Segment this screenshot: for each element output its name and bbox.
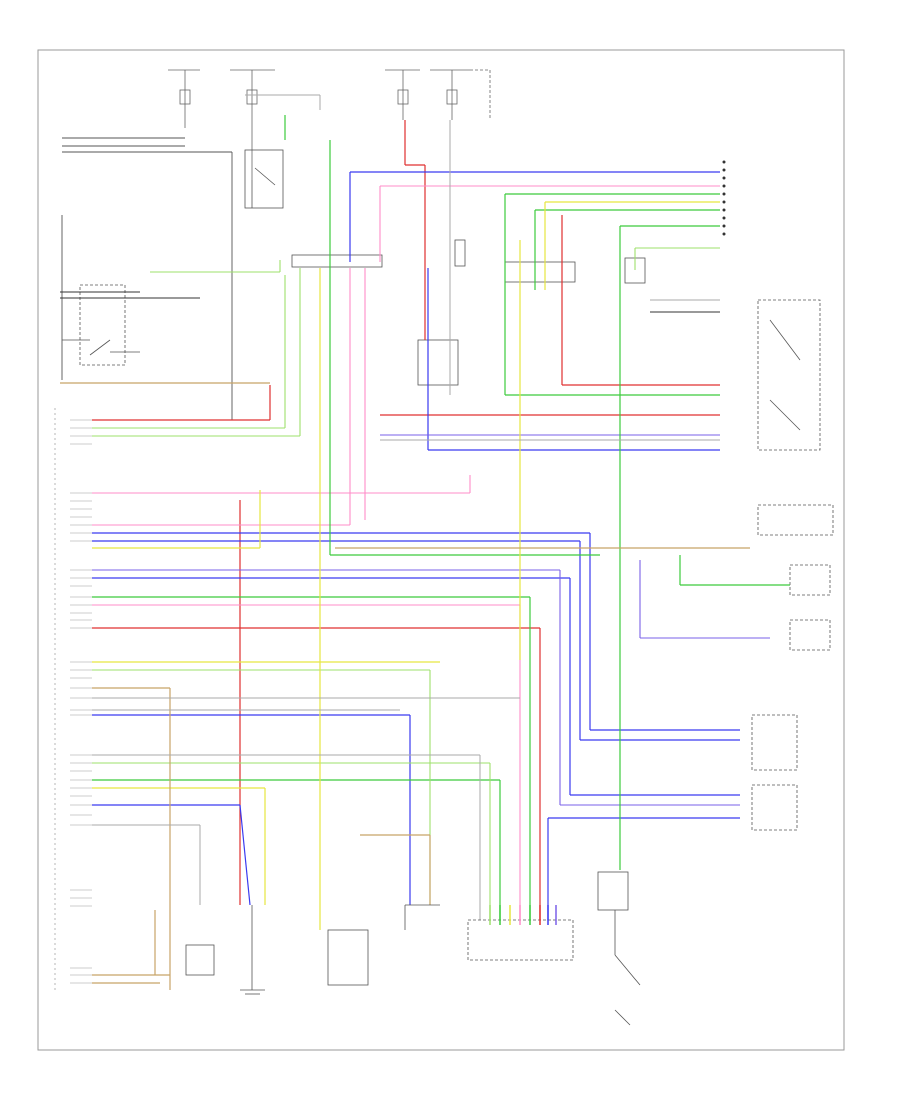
left-pin-stubs [70, 419, 92, 984]
wires-yellow [92, 201, 720, 930]
left-feed-lines [61, 137, 233, 420]
bottom-connector-stripes [489, 905, 557, 925]
wires-gray [92, 94, 720, 920]
right-switch-box [597, 299, 834, 911]
wires-pink [92, 185, 720, 920]
starter-relay [244, 149, 284, 209]
ground-symbols [614, 910, 641, 1026]
wires-violet [92, 434, 770, 806]
bottom-components [185, 904, 574, 995]
wires-tan [60, 382, 750, 990]
left-module [62, 284, 140, 366]
top-fuse-group [168, 69, 491, 180]
wires-lightgreen [92, 247, 720, 920]
diagram-border [37, 49, 845, 1051]
wires-green [92, 115, 790, 920]
wires-black [60, 291, 720, 313]
wires-red [92, 120, 720, 920]
right-top-connector [722, 160, 726, 236]
wires-blue [92, 171, 740, 920]
ect-connector [291, 239, 646, 386]
